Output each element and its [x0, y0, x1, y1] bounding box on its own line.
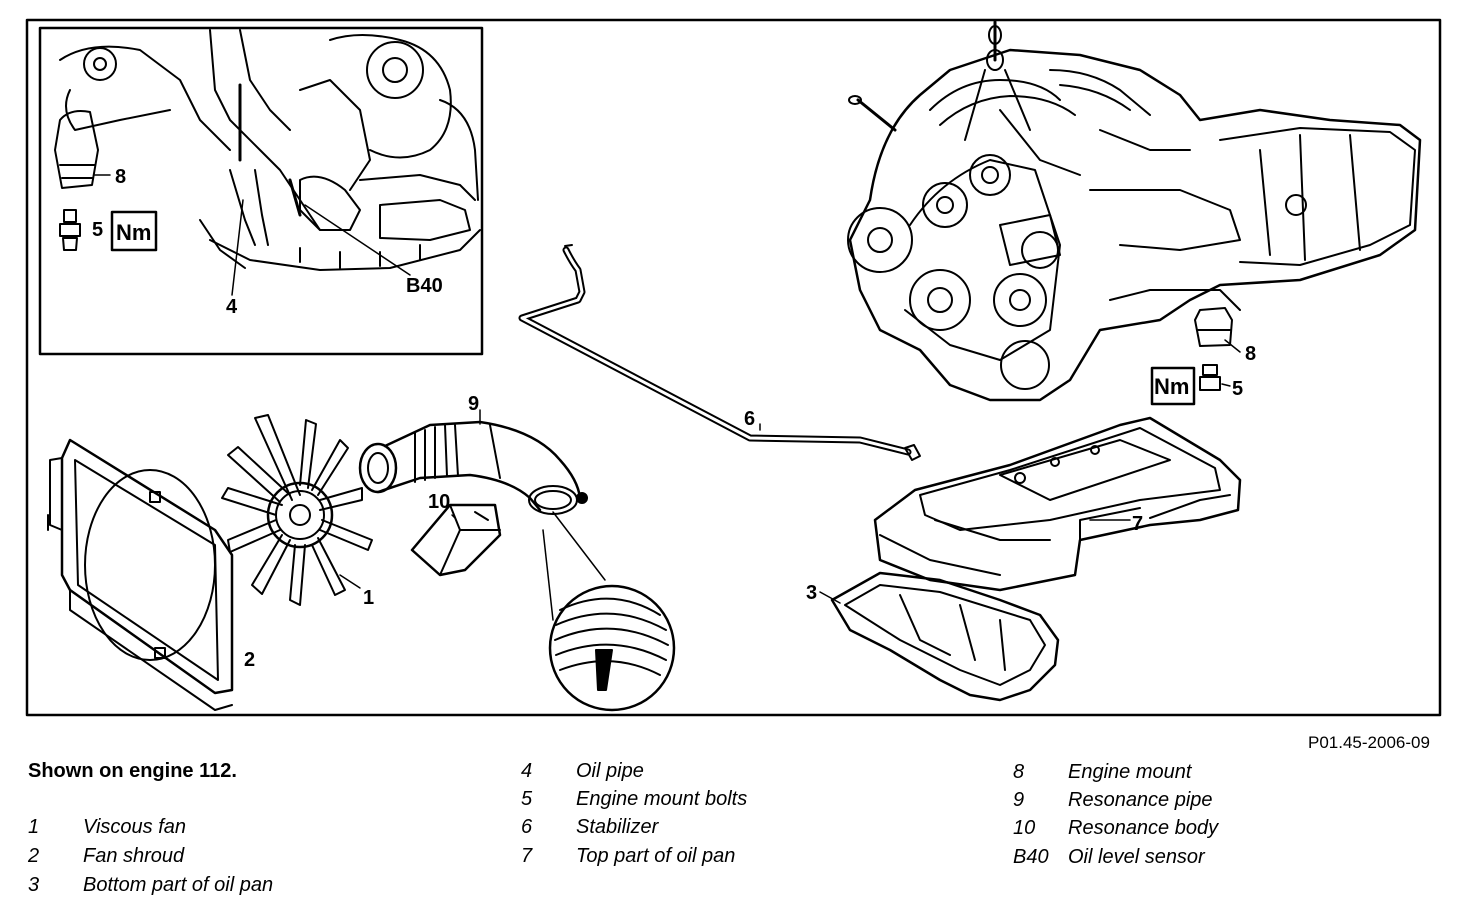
- figure-id: P01.45-2006-09: [1308, 733, 1430, 752]
- engine-assembly: [847, 20, 1422, 402]
- viscous-fan: [221, 414, 373, 606]
- callout-9: 9: [468, 393, 479, 415]
- legend-number: 8: [1013, 761, 1025, 783]
- resonance-pipe: [358, 409, 588, 515]
- legend-text: Fan shroud: [83, 845, 185, 867]
- stabilizer-pipe: [518, 244, 921, 461]
- torque-box-inset: [110, 210, 158, 252]
- callout-inset-5: 5: [92, 219, 103, 241]
- torque-box-engine: [1150, 366, 1196, 406]
- inset-detail-view: [38, 26, 484, 356]
- callout-6: 6: [744, 408, 755, 430]
- inset-engine-mount: [54, 110, 99, 189]
- legend-number: 9: [1013, 789, 1025, 811]
- legend-text: Top part of oil pan: [576, 845, 736, 867]
- legend-text: Engine mount: [1068, 761, 1192, 783]
- legend-text: Oil level sensor: [1068, 846, 1205, 868]
- callout-inset-4: 4: [226, 296, 238, 318]
- callout-7: 7: [1132, 513, 1143, 535]
- legend-number: 5: [521, 788, 533, 810]
- legend-text: Resonance pipe: [1068, 789, 1213, 811]
- legend-number: 7: [521, 845, 533, 867]
- callout-inset-b40: B40: [406, 275, 443, 297]
- callout-1: 1: [363, 587, 374, 609]
- figure-caption: Shown on engine 112.: [28, 760, 237, 782]
- legend-number: B40: [1013, 846, 1049, 868]
- callout-engine-8: 8: [1245, 343, 1256, 365]
- legend-number: 3: [28, 874, 40, 896]
- legend-number: 1: [28, 816, 40, 838]
- torque-label-inset: Nm: [116, 220, 151, 245]
- engine-mount-right: [1194, 307, 1233, 347]
- callout-inset-8: 8: [115, 166, 126, 188]
- callout-2: 2: [244, 649, 255, 671]
- callout-10: 10: [428, 491, 450, 513]
- legend-text: Stabilizer: [576, 816, 659, 838]
- legend-number: 2: [28, 845, 40, 867]
- diagram-frame: [25, 18, 1442, 717]
- legend-number: 10: [1013, 817, 1036, 839]
- legend-number: 4: [521, 760, 533, 782]
- callout-3: 3: [806, 582, 817, 604]
- legend-text: Viscous fan: [83, 816, 187, 838]
- oil-pan-top: [873, 416, 1242, 592]
- fan-shroud: [47, 438, 234, 711]
- torque-label-engine: Nm: [1154, 374, 1189, 399]
- legend-text: Oil pipe: [576, 760, 644, 782]
- callout-engine-5: 5: [1232, 378, 1243, 400]
- oil-pan-bottom: [819, 571, 1060, 702]
- resonance-body: [410, 503, 502, 577]
- legend-text: Bottom part of oil pan: [83, 874, 274, 896]
- inset-frame: [38, 26, 484, 356]
- inset-mount-bolt: [63, 209, 77, 223]
- detail-magnifier: [542, 511, 676, 712]
- legend-number: 6: [521, 816, 533, 838]
- legend-text: Engine mount bolts: [576, 788, 748, 810]
- engine-pulley: [847, 207, 913, 273]
- legend-text: Resonance body: [1068, 817, 1219, 839]
